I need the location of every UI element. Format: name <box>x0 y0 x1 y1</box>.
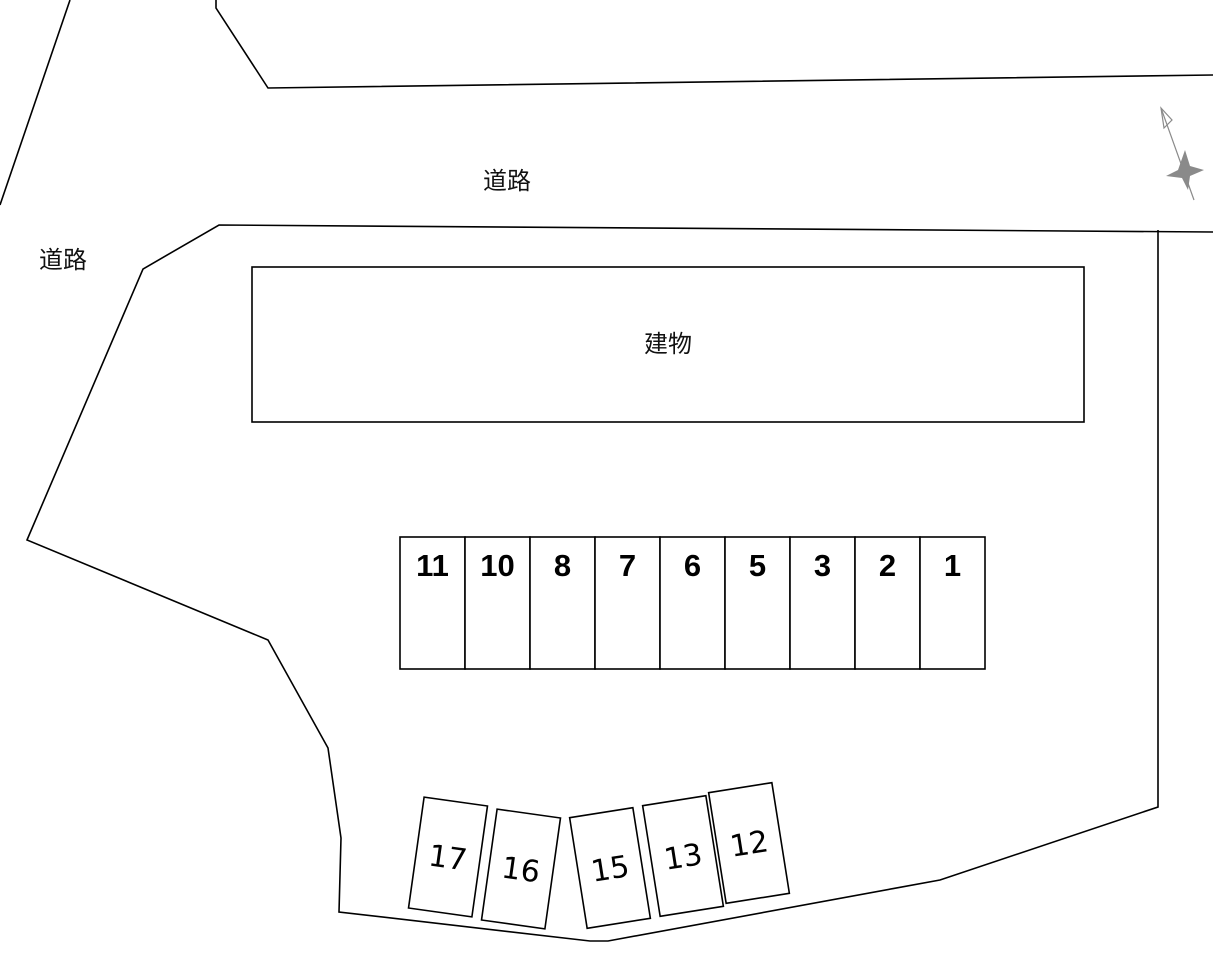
parking-space-16: 16 <box>480 808 562 930</box>
parking-space-2: 2 <box>854 536 921 670</box>
building <box>251 266 1085 423</box>
parking-space-13: 13 <box>641 794 725 918</box>
parking-space-17: 17 <box>407 796 489 918</box>
parking-space-number: 6 <box>684 548 701 583</box>
parking-space-12: 12 <box>707 781 791 905</box>
road-label-left: 道路 <box>39 246 87 274</box>
parking-space-number: 5 <box>749 548 766 583</box>
road-edge-upper-left <box>0 0 71 206</box>
parking-space-number: 1 <box>944 548 961 583</box>
parking-space-number: 15 <box>589 849 632 890</box>
north-arrow-icon <box>1160 106 1204 201</box>
parking-space-10: 10 <box>464 536 531 670</box>
parking-space-1: 1 <box>919 536 986 670</box>
parking-space-number: 3 <box>814 548 831 583</box>
building-label: 建物 <box>644 330 692 358</box>
parking-space-8: 8 <box>529 536 596 670</box>
parking-space-number: 10 <box>480 548 514 583</box>
parking-space-7: 7 <box>594 536 661 670</box>
road-label-top: 道路 <box>483 167 531 195</box>
parking-space-number: 12 <box>728 824 771 865</box>
parking-space-number: 7 <box>619 548 636 583</box>
parking-row: 11 10 8 7 6 5 3 2 1 <box>399 536 986 670</box>
parking-space-11: 11 <box>399 536 466 670</box>
parking-space-3: 3 <box>789 536 856 670</box>
parking-row-tilted: 17 16 15 13 12 <box>407 781 791 930</box>
parking-space-number: 8 <box>554 548 571 583</box>
parking-space-number: 17 <box>426 838 469 878</box>
road-edge-upper <box>215 0 1213 89</box>
parking-space-number: 16 <box>499 850 542 890</box>
parking-space-6: 6 <box>659 536 726 670</box>
lot-boundary <box>25 224 1213 942</box>
parking-space-number: 2 <box>879 548 896 583</box>
parking-space-number: 11 <box>416 548 449 583</box>
parking-space-5: 5 <box>724 536 791 670</box>
parking-space-15: 15 <box>568 806 652 930</box>
parking-space-number: 13 <box>662 837 705 878</box>
